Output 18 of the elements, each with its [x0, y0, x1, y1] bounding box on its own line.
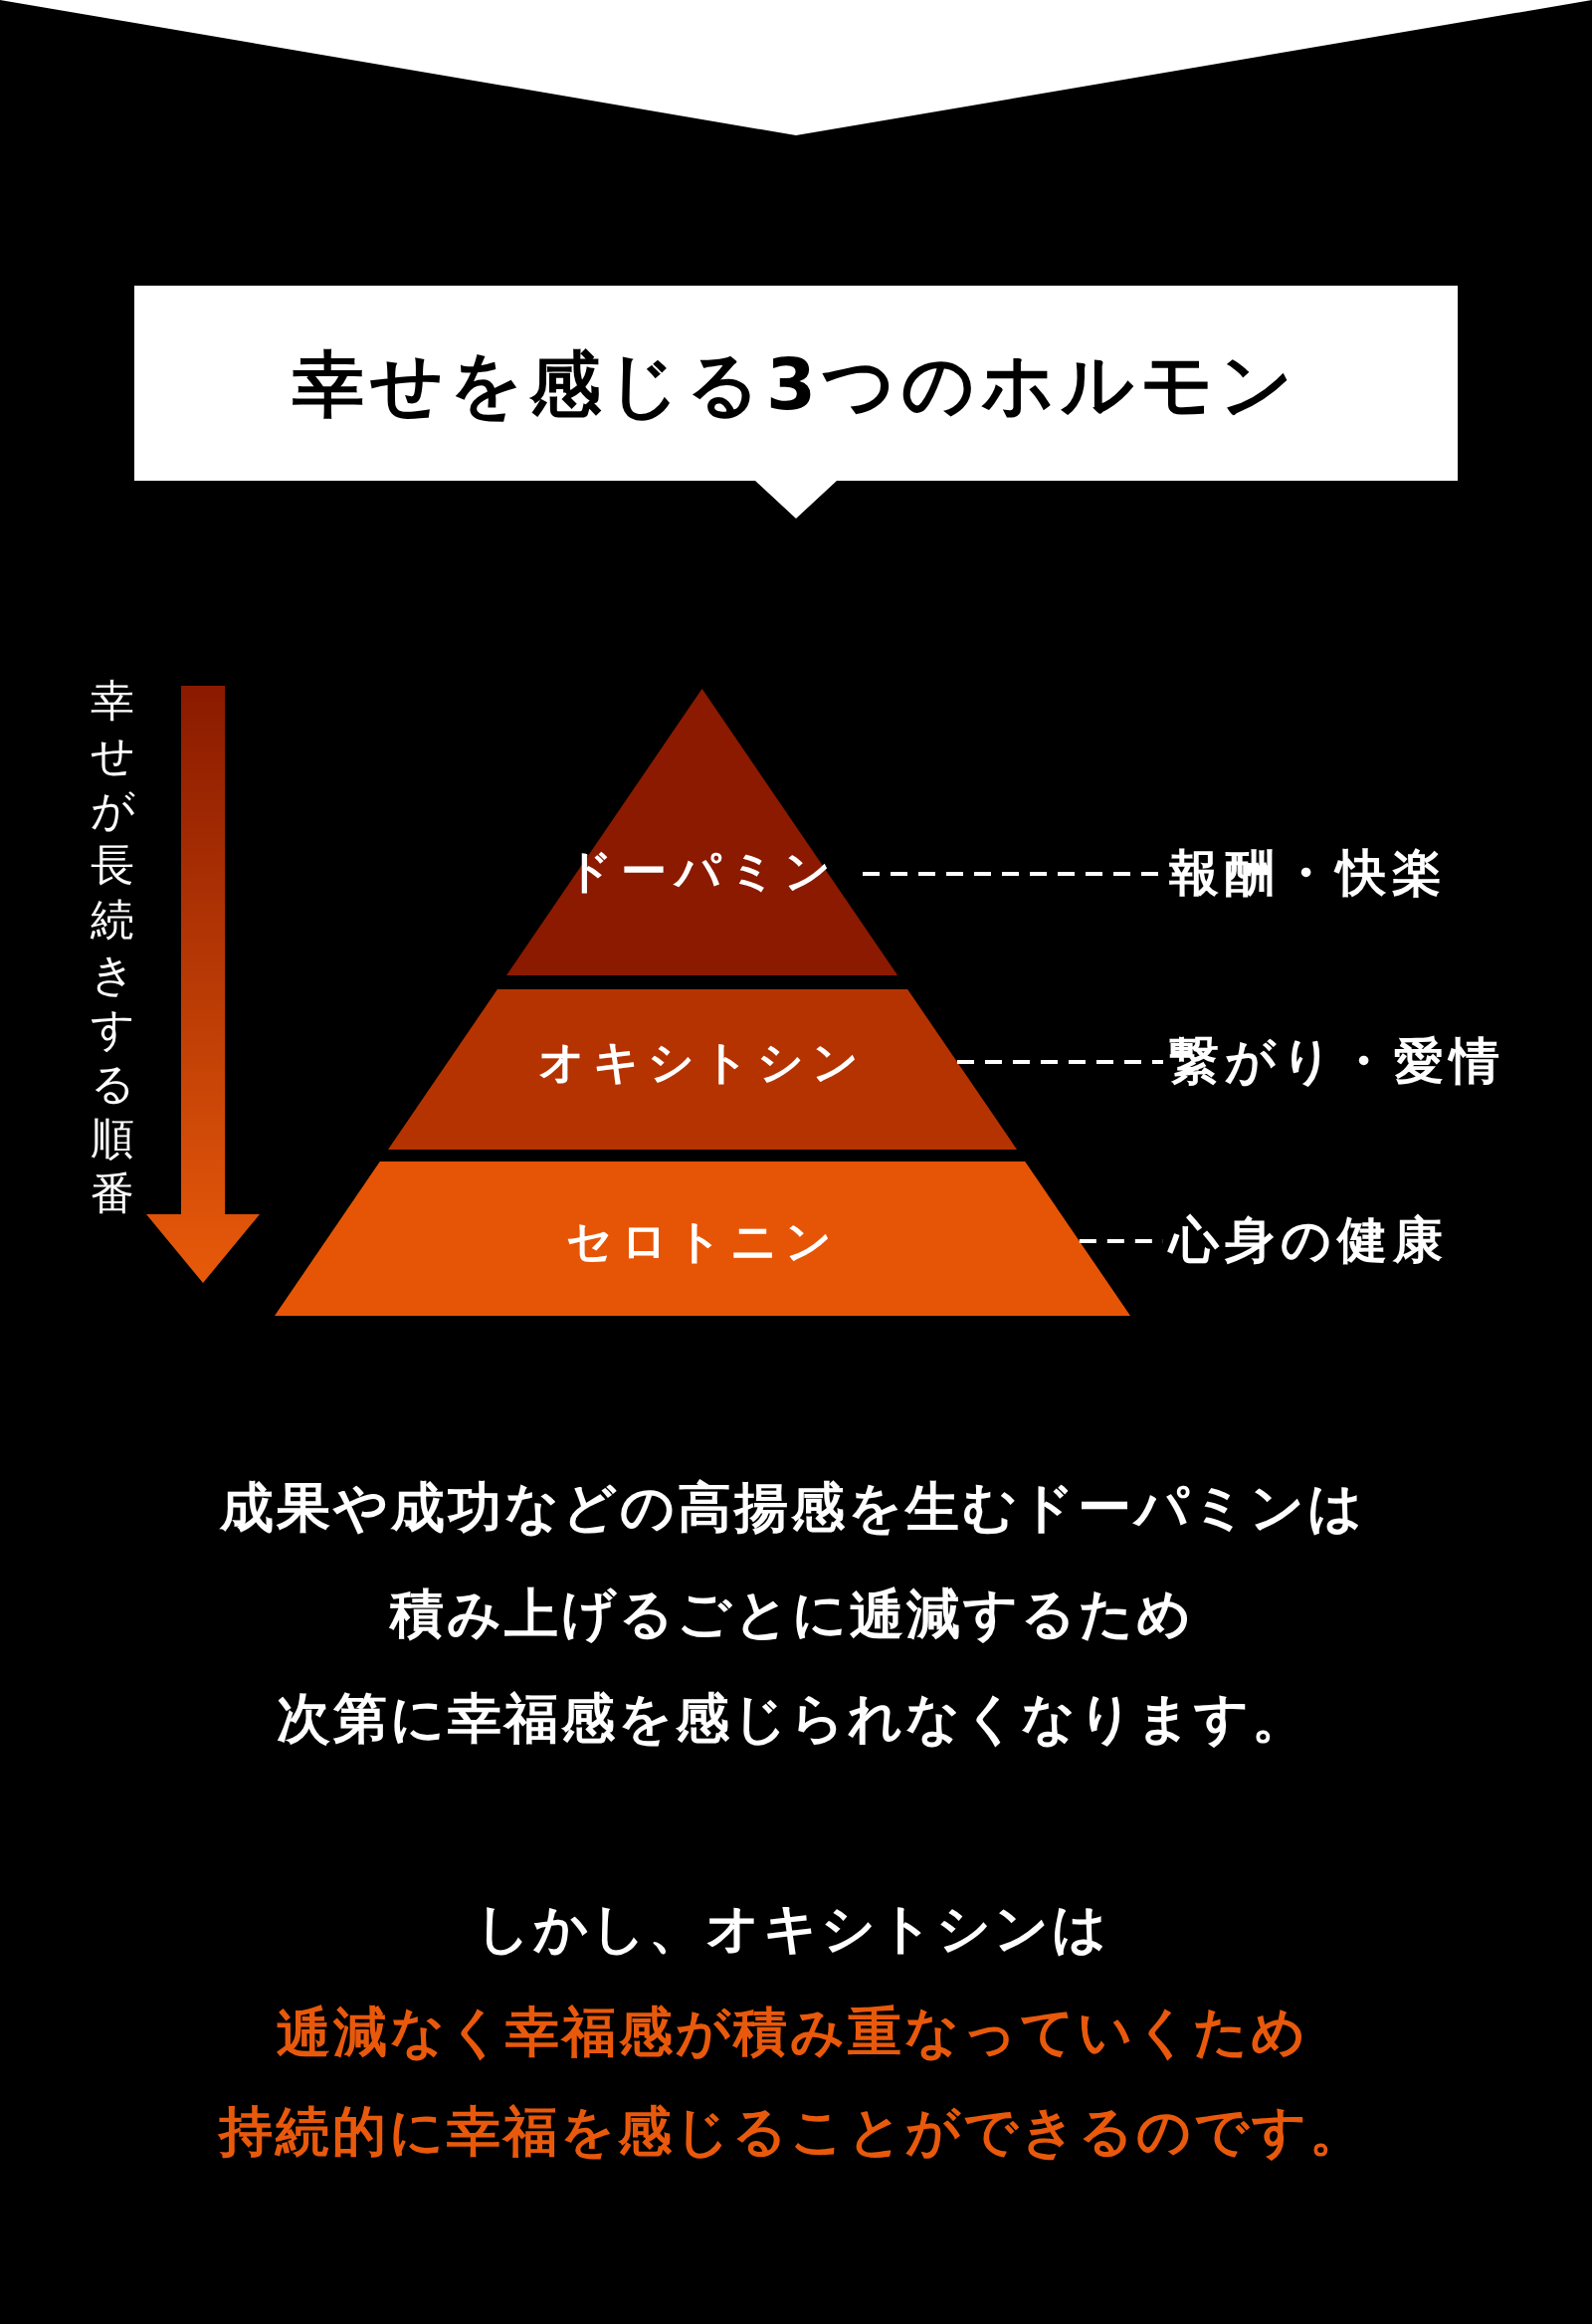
body-text: 次第に幸福感を感じられなくなります。 [276, 1687, 1308, 1751]
hormone-name: オキシトシン [538, 1035, 867, 1089]
pyramid-tier [275, 1162, 1130, 1316]
leader-line [956, 1060, 1163, 1064]
hormone-name: セロトニン [565, 1214, 840, 1268]
pyramid-tier [506, 689, 898, 975]
pyramid-tier [387, 989, 1017, 1150]
highlight-text: 逓減なく幸福感が積み重なっていくため [276, 2001, 1308, 2064]
highlight-text: 持続的に幸福を感じることができるのです。 [218, 2100, 1366, 2164]
effect-label: 繋がり・愛情 [1169, 1033, 1505, 1091]
body-text: 積み上げるごとに逓減するため [390, 1583, 1194, 1646]
body-text: 成果や成功などの高揚感を生むドーパミンは [219, 1476, 1365, 1540]
direction-label: 幸せが長続きする順番 [90, 674, 135, 1220]
body-text: しかし、オキシトシンは [475, 1897, 1109, 1961]
effect-label: 報酬・快楽 [1169, 845, 1448, 903]
hormone-name: ドーパミン [566, 844, 839, 898]
effect-label: 心身の健康 [1169, 1212, 1449, 1270]
diagram-title: 幸せを感じる3つのホルモン [292, 342, 1300, 426]
